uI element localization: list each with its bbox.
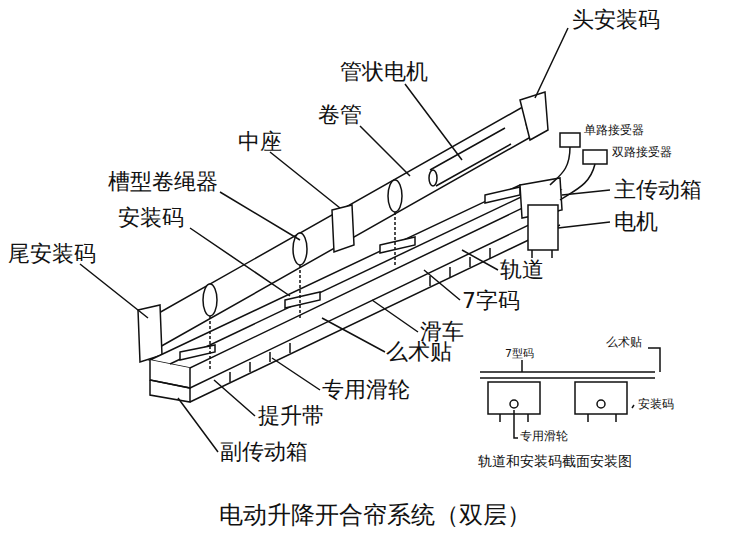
part-label: 轨道和安装码截面安装图 [478, 454, 632, 469]
part-label: 专用滑轮 [520, 430, 568, 443]
part-label: 安装码 [118, 206, 184, 230]
part-label: 主传动箱 [614, 178, 702, 202]
part-label: 卷管 [318, 103, 362, 127]
part-label: 轨道 [500, 258, 544, 282]
part-label: 7字码 [462, 289, 520, 313]
part-label: 么术贴 [606, 336, 642, 349]
part-label: 中座 [238, 130, 282, 154]
part-label: 7型码 [505, 348, 534, 360]
part-label: 提升带 [258, 404, 324, 428]
part-label: 双路接受器 [612, 146, 672, 159]
part-label: 副传动箱 [220, 440, 308, 464]
part-label: 专用滑轮 [322, 378, 410, 402]
part-label: 槽型卷绳器 [108, 170, 218, 194]
diagram-title: 电动升降开合帘系统（双层） [219, 502, 531, 528]
part-label: 单路接受器 [584, 124, 644, 137]
part-label: 么术贴 [386, 340, 452, 364]
part-label: 尾安装码 [8, 242, 96, 266]
part-label: 头安装码 [572, 8, 660, 32]
part-label: 管状电机 [340, 60, 428, 84]
part-label: 电机 [614, 210, 658, 234]
part-label: 安装码 [638, 398, 674, 411]
